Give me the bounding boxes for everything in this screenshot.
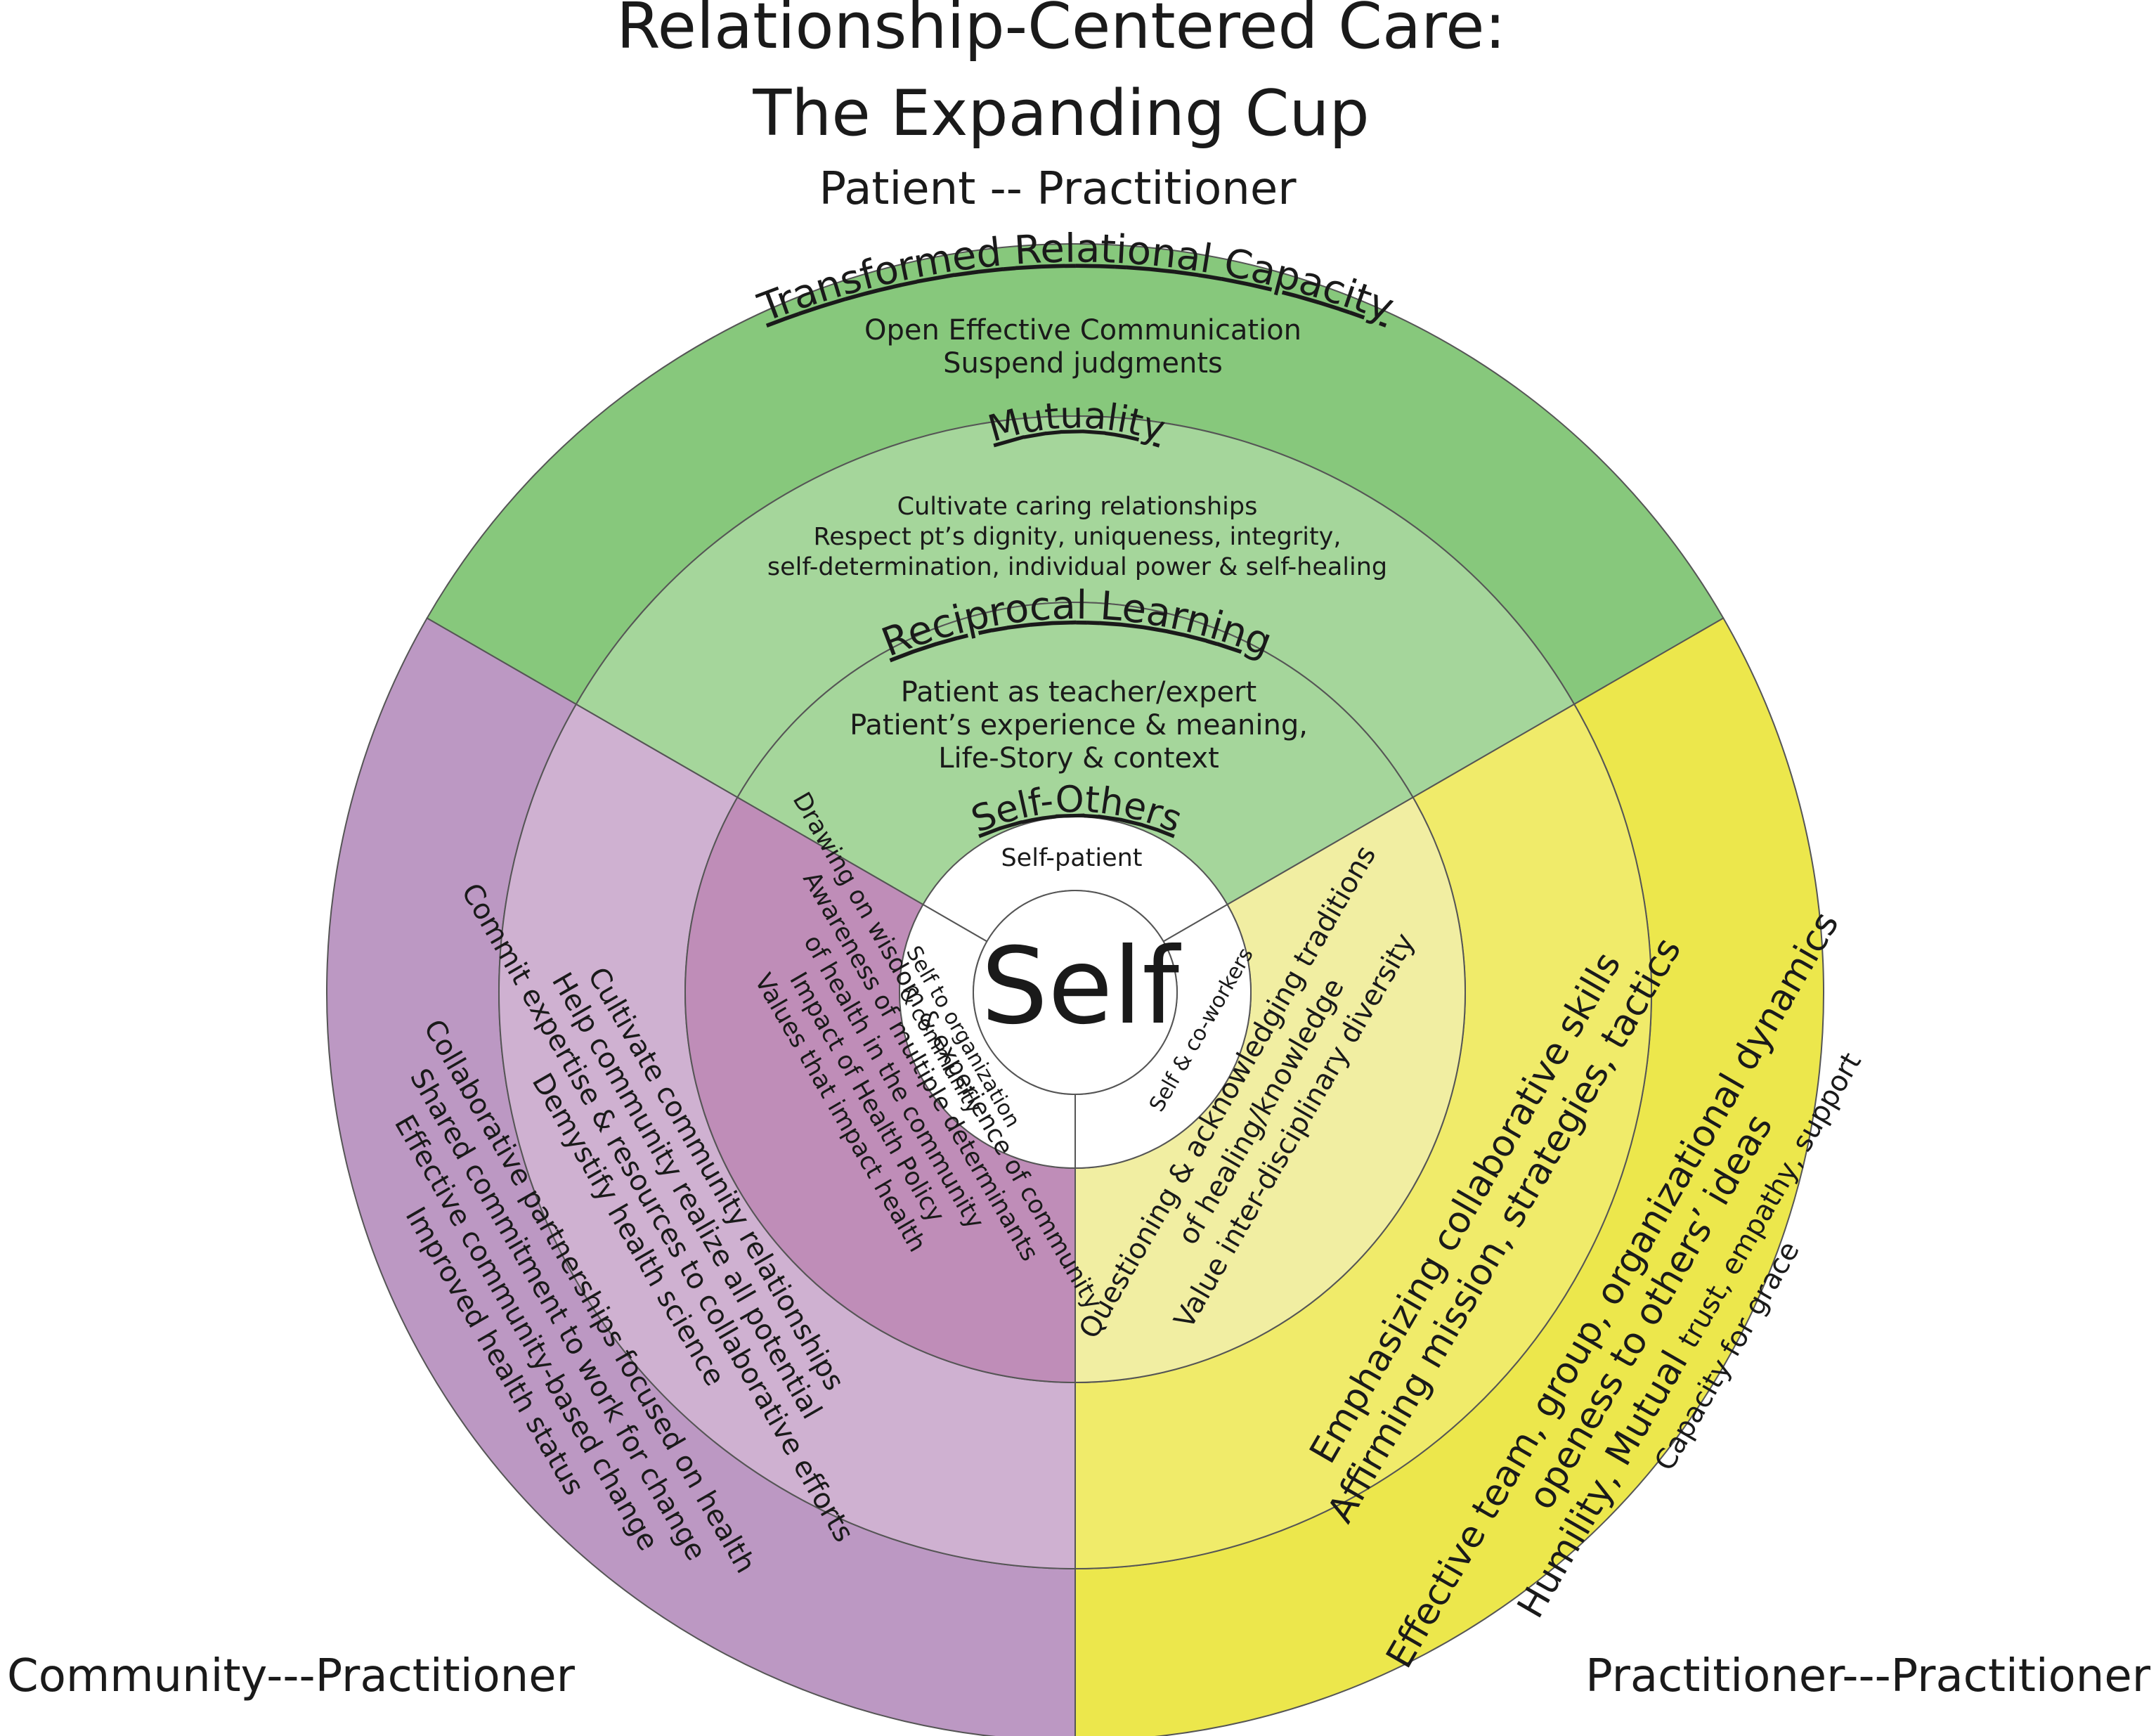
title-line-1: Relationship-Centered Care: [616, 0, 1506, 63]
community-practitioner-label: Community---Practitioner [7, 1650, 576, 1702]
practitioner-practitioner-label: Practitioner---Practitioner [1585, 1650, 2151, 1702]
reciprocal-line-3: Life-Story & context [938, 742, 1219, 775]
mutuality-line-1: Cultivate caring relationships [897, 493, 1258, 521]
reciprocal-line-2: Patient’s experience & meaning, [850, 709, 1308, 741]
mutuality-line-2: Respect pt’s dignity, uniqueness, integr… [813, 523, 1341, 551]
subtitle: Patient -- Practitioner [819, 163, 1297, 215]
self-core-circle [973, 890, 1178, 1095]
self-patient-label: Self-patient [1001, 844, 1142, 872]
cup-sectors [326, 243, 1824, 1736]
self-label: Self [981, 926, 1181, 1048]
trc-line-2: Suspend judgments [943, 347, 1223, 380]
title-line-2: The Expanding Cup [752, 77, 1369, 150]
trc-line-1: Open Effective Communication [864, 314, 1301, 346]
mutuality-line-3: self-determination, individual power & s… [767, 553, 1387, 581]
reciprocal-line-1: Patient as teacher/expert [901, 676, 1256, 708]
